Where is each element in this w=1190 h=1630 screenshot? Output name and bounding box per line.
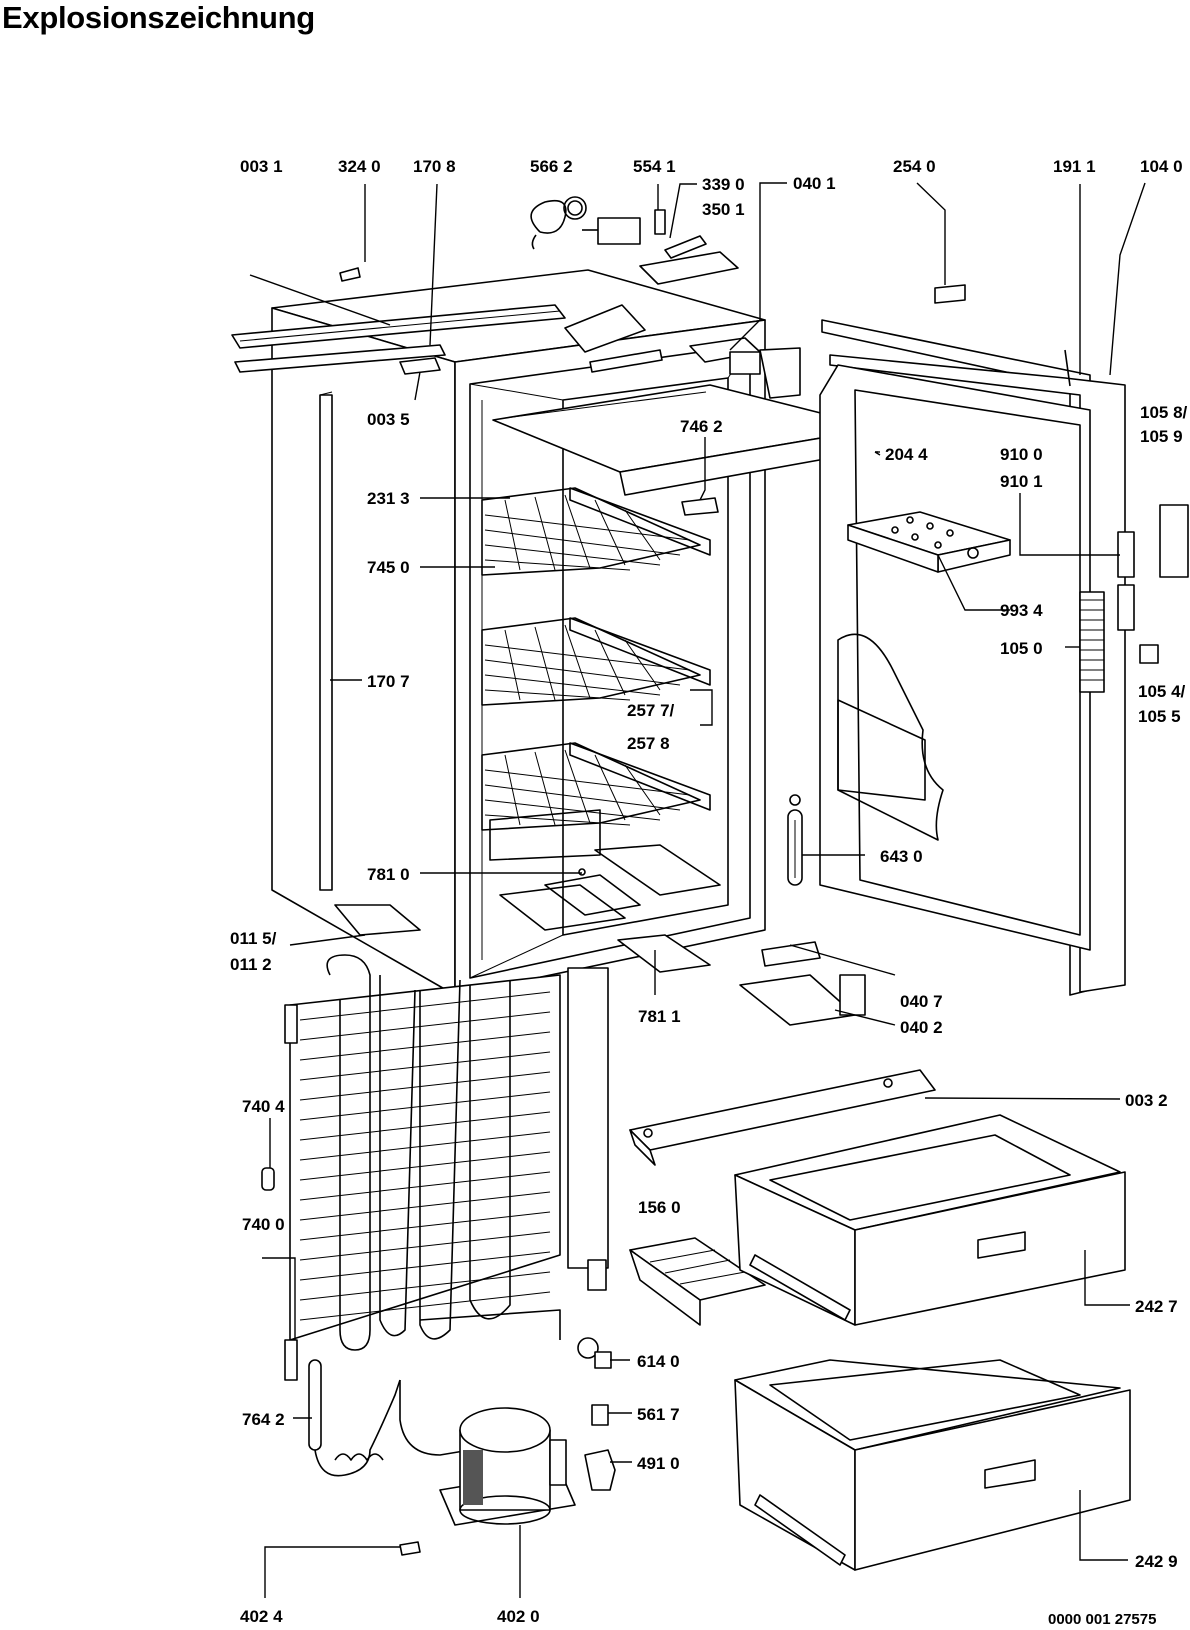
part-label: 003 1 — [240, 157, 283, 176]
part-label: 105 5 — [1138, 707, 1181, 726]
part-label: 011 5/ — [230, 929, 277, 948]
part-label: 254 0 — [893, 157, 936, 176]
part-label: 643 0 — [880, 847, 923, 866]
top-rails — [231, 267, 663, 375]
capillary-tube — [261, 1167, 561, 1477]
part-label: 566 2 — [530, 157, 573, 176]
part-label: 614 0 — [637, 1352, 680, 1371]
part-label: 242 7 — [1135, 1297, 1178, 1316]
part-label: 204 4 — [885, 445, 928, 464]
part-label: 561 7 — [637, 1405, 680, 1424]
bottom-plates — [334, 844, 721, 973]
drawer-upper — [734, 1114, 1126, 1326]
wire-shelves — [481, 487, 711, 861]
part-label: 231 3 — [367, 489, 410, 508]
part-label: 242 9 — [1135, 1552, 1178, 1571]
lower-hinge — [739, 941, 866, 1026]
part-label: 105 9 — [1140, 427, 1183, 446]
ice-cube-tray — [629, 1237, 766, 1326]
part-label: 781 1 — [638, 1007, 681, 1026]
part-label: 105 8/ — [1140, 403, 1188, 422]
cabinet-body — [271, 269, 766, 996]
part-label: 740 0 — [242, 1215, 285, 1234]
small-parts — [577, 1337, 616, 1491]
part-label: 910 1 — [1000, 472, 1043, 491]
part-label: 910 0 — [1000, 445, 1043, 464]
part-label: 745 0 — [367, 558, 410, 577]
condenser — [284, 954, 609, 1381]
part-label: 104 0 — [1140, 157, 1183, 176]
part-label: 105 4/ — [1138, 682, 1186, 701]
part-label: 040 1 — [793, 174, 836, 193]
part-label: 764 2 — [242, 1410, 285, 1429]
leader-lines — [249, 182, 1146, 1598]
part-label: 746 2 — [680, 417, 723, 436]
part-label: 257 7/ — [627, 701, 675, 720]
door-assembly — [681, 284, 1189, 996]
part-label: 350 1 — [702, 200, 745, 219]
part-label: 040 7 — [900, 992, 943, 1011]
part-label: 993 4 — [1000, 601, 1043, 620]
crossbar — [629, 1069, 936, 1166]
part-label: 402 4 — [240, 1607, 283, 1626]
drawing-number: 0000 001 27575 — [1048, 1611, 1156, 1628]
part-label: 339 0 — [702, 175, 745, 194]
thermostat — [530, 196, 739, 285]
part-label: 003 2 — [1125, 1091, 1168, 1110]
page-title: Explosionszeichnung — [2, 0, 315, 35]
drawer-lower — [734, 1359, 1131, 1571]
part-label: 257 8 — [627, 734, 670, 753]
part-label: 003 5 — [367, 410, 410, 429]
part-number-labels: 003 1 324 0 170 8 566 2 554 1 339 0 350 … — [230, 157, 1188, 1628]
part-label: 170 8 — [413, 157, 456, 176]
upper-hinge — [689, 337, 801, 399]
part-label: 324 0 — [338, 157, 381, 176]
part-label: 554 1 — [633, 157, 676, 176]
part-label: 170 7 — [367, 672, 410, 691]
part-label: 040 2 — [900, 1018, 943, 1037]
part-label: 156 0 — [638, 1198, 681, 1217]
part-label: 781 0 — [367, 865, 410, 884]
part-label: 740 4 — [242, 1097, 285, 1116]
part-label: 491 0 — [637, 1454, 680, 1473]
part-label: 011 2 — [230, 955, 272, 974]
compressor — [399, 1407, 576, 1556]
part-label: 402 0 — [497, 1607, 540, 1626]
part-label: 191 1 — [1053, 157, 1096, 176]
part-label: 105 0 — [1000, 639, 1043, 658]
